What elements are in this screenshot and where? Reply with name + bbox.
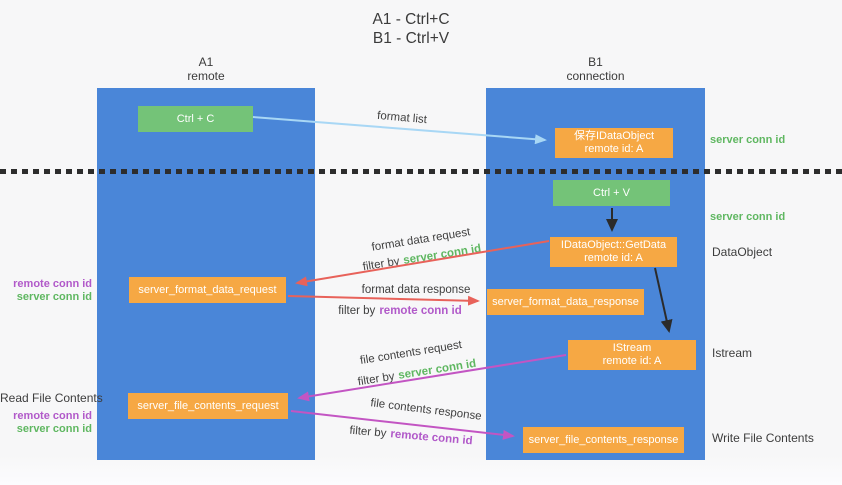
format-data-response-text: format data response xyxy=(361,284,471,296)
server-conn-id-text: server conn id xyxy=(397,357,478,382)
node-getdata-line1: IDataObject::GetData xyxy=(560,239,667,251)
lane-b1-role: connection xyxy=(566,68,625,83)
label-server-conn-id-top: server conn id xyxy=(710,134,786,146)
node-istream-line2: remote id: A xyxy=(602,355,662,367)
arrow-label-format-data-response: format data response xyxy=(362,284,471,296)
node-server-format-data-request: server_format_data_request xyxy=(129,277,286,303)
node-save-idataobject-line1: 保存IDataObject xyxy=(573,130,655,142)
format-list-text: format list xyxy=(376,109,428,127)
arrow-format-data-response xyxy=(287,295,480,306)
node-ctrl-v: Ctrl + V xyxy=(553,180,670,206)
node-server-file-contents-request: server_file_contents_request xyxy=(128,393,288,419)
arrow-label-format-list: format list xyxy=(377,110,428,126)
session-separator-line xyxy=(0,169,842,174)
filter-by-text: filter by xyxy=(356,370,396,389)
node-ctrl-c: Ctrl + C xyxy=(138,106,253,132)
node-file-response-label: server_file_contents_response xyxy=(528,434,679,446)
node-save-idataobject-line2: remote id: A xyxy=(584,143,644,155)
lane-header-a1: A1 remote xyxy=(97,55,315,83)
title-line-1: A1 - Ctrl+C xyxy=(372,11,450,28)
title-line-2: B1 - Ctrl+V xyxy=(372,30,450,47)
arrow-label-file-contents-response: file contents response xyxy=(370,397,483,423)
node-save-idataobject: 保存IDataObject remote id: A xyxy=(555,128,673,158)
node-idataobject-getdata: IDataObject::GetData remote id: A xyxy=(550,237,677,267)
lane-header-b1: B1 connection xyxy=(486,55,705,83)
label-dataobject: DataObject xyxy=(712,245,773,259)
label-read-file-contents: Read File Contents xyxy=(0,391,103,405)
filter-by-text: filter by xyxy=(361,255,401,274)
label-server-conn-id-left-bottom: server conn id xyxy=(16,423,92,435)
lane-a1-name: A1 xyxy=(198,55,214,69)
label-remote-conn-id-left-bottom: remote conn id xyxy=(13,410,92,422)
node-istream: IStream remote id: A xyxy=(568,340,696,370)
lane-a1-role: remote xyxy=(187,68,225,83)
remote-conn-id-text: remote conn id xyxy=(379,305,462,317)
node-ctrl-v-label: Ctrl + V xyxy=(593,187,630,199)
label-server-conn-id-left-top: server conn id xyxy=(16,291,92,303)
label-remote-conn-id-left-top: remote conn id xyxy=(13,278,92,290)
diagram-title: A1 - Ctrl+C B1 - Ctrl+V xyxy=(0,10,822,48)
label-server-conn-id-mid: server conn id xyxy=(710,211,786,223)
label-write-file-contents: Write File Contents xyxy=(712,431,814,445)
node-format-request-label: server_format_data_request xyxy=(138,284,277,296)
remote-conn-id-text: remote conn id xyxy=(389,428,474,448)
node-istream-line1: IStream xyxy=(612,342,652,354)
node-ctrl-c-label: Ctrl + C xyxy=(176,113,215,125)
label-istream: Istream xyxy=(712,346,753,360)
node-file-request-label: server_file_contents_request xyxy=(137,400,279,412)
node-server-file-contents-response: server_file_contents_response xyxy=(523,427,684,453)
lane-b1-name: B1 xyxy=(588,55,603,69)
filter-by-text: filter by xyxy=(338,305,376,317)
node-getdata-line2: remote id: A xyxy=(584,252,643,264)
filter-by-text: filter by xyxy=(348,424,387,440)
file-contents-response-text: file contents response xyxy=(369,397,483,423)
node-format-response-label: server_format_data_response xyxy=(492,296,639,308)
node-server-format-data-response: server_format_data_response xyxy=(487,289,644,315)
